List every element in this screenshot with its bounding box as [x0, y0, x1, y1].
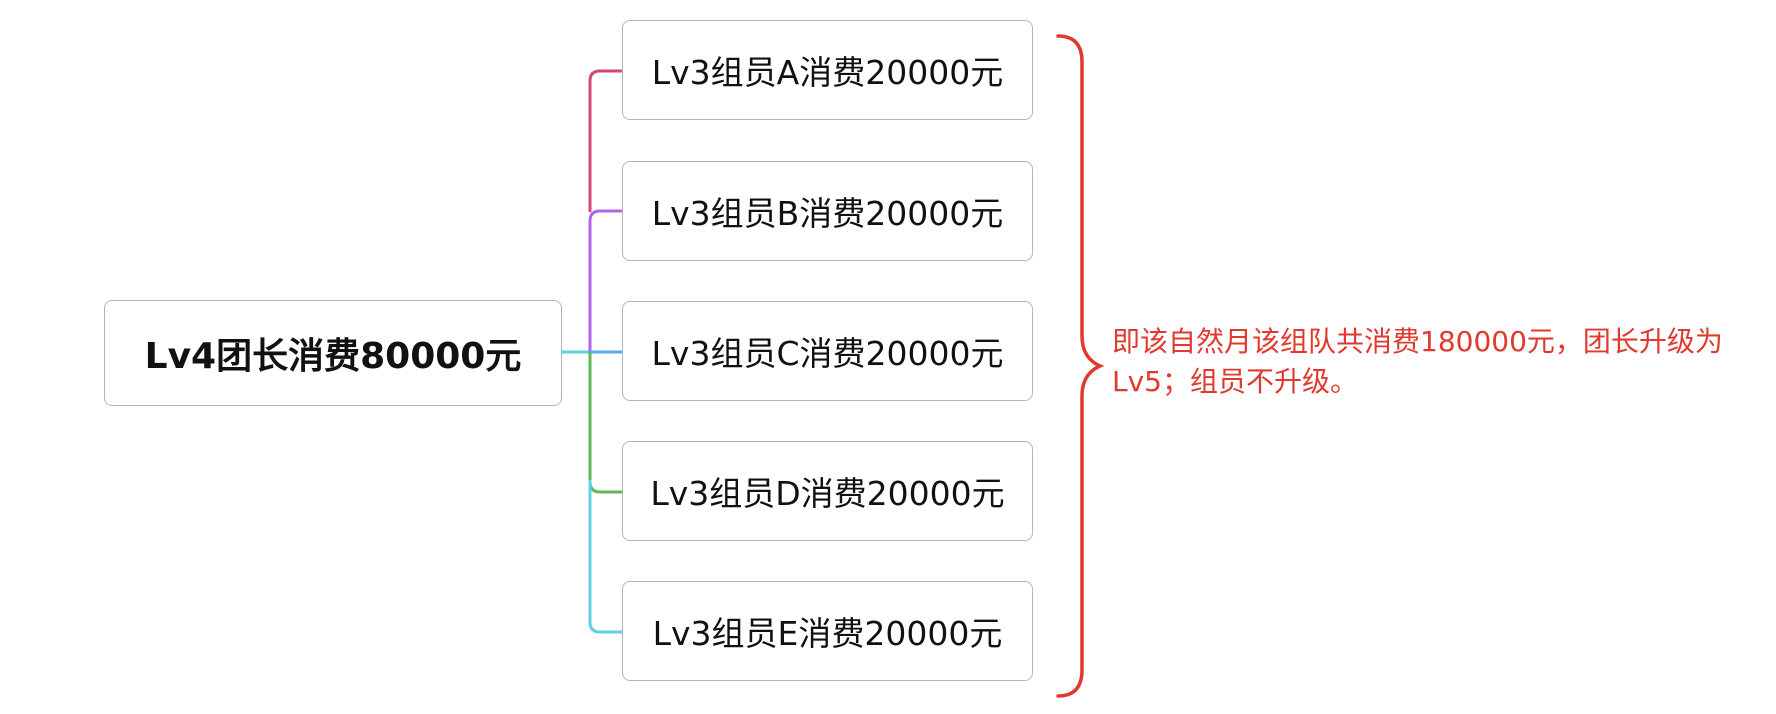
member-node-label: Lv3组员C消费20000元 — [651, 334, 1004, 373]
branch-d-line — [588, 352, 622, 494]
member-node-b: Lv3组员B消费20000元 — [622, 161, 1033, 261]
leader-node-label: Lv4团长消费80000元 — [144, 336, 522, 377]
member-node-label: Lv3组员A消费20000元 — [651, 53, 1004, 92]
branch-e-line — [588, 480, 622, 634]
branch-a-line — [588, 69, 622, 212]
member-node-label: Lv3组员B消费20000元 — [651, 194, 1004, 233]
summary-note: 即该自然月该组队共消费180000元，团长升级为Lv5；组员不升级。 — [1112, 325, 1723, 398]
member-node-d: Lv3组员D消费20000元 — [622, 441, 1033, 541]
member-node-label: Lv3组员E消费20000元 — [652, 614, 1003, 653]
member-node-label: Lv3组员D消费20000元 — [650, 474, 1005, 513]
member-node-c: Lv3组员C消费20000元 — [622, 301, 1033, 401]
leader-node: Lv4团长消费80000元 — [104, 300, 562, 406]
right-brace — [1056, 34, 1105, 698]
branch-b-line — [588, 209, 622, 352]
member-node-e: Lv3组员E消费20000元 — [622, 581, 1033, 681]
member-node-a: Lv3组员A消费20000元 — [622, 20, 1033, 120]
